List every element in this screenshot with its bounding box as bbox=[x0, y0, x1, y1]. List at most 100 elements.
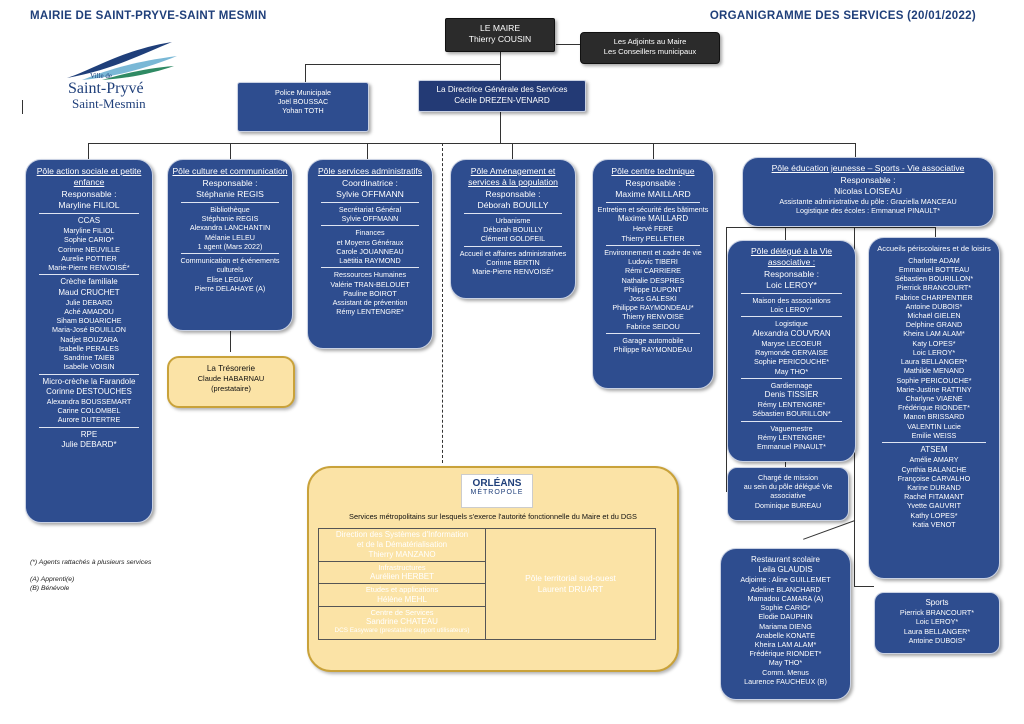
staff: Rémy LENTENGRE* bbox=[757, 400, 826, 410]
list-item: Loic LEROY* bbox=[912, 347, 956, 357]
staff: Valérie TRAN-BELOUET bbox=[330, 279, 410, 289]
list-item: Mathilde MENAND bbox=[903, 366, 965, 376]
gardiennage-section: Gardiennage Denis TISSIER Rémy LENTENGRE… bbox=[731, 378, 852, 419]
pole-technique-box: Pôle centre technique Responsable : Maxi… bbox=[592, 159, 714, 389]
environnement-section: Environnement et cadre de vie Ludovic TI… bbox=[597, 245, 709, 331]
resp-name: Maryline FILIOL bbox=[58, 200, 120, 210]
micro-creche-section: Micro-crèche la Farandole Corinne DESTOU… bbox=[30, 374, 148, 425]
staff: Marie-Pierre RENVOISÉ* bbox=[472, 267, 554, 277]
list-item: Manon BRISSARD bbox=[903, 412, 965, 422]
list-item: Katy LOPES* bbox=[912, 338, 956, 348]
staff: Isabelle VOISIN bbox=[63, 362, 115, 372]
coord-label: Coordinatrice : bbox=[342, 178, 398, 188]
staff: Fabrice SEIDOU bbox=[626, 321, 680, 331]
list-item: Emilie WEISS bbox=[911, 430, 957, 440]
list-item: Sébastien BOURILLON* bbox=[894, 274, 974, 284]
orleans-logo: ORLÉANS MÉTROPOLE bbox=[461, 474, 533, 508]
staff: Julie DEBARD bbox=[65, 297, 113, 307]
micro-title: Micro-crèche la Farandole bbox=[42, 376, 136, 386]
dsi-title: et de la Dématérialisation bbox=[356, 540, 448, 549]
staff: Philippe RAYMONDEAU* bbox=[612, 303, 694, 313]
infra-cell: Infrastructures Aurélien HERBET bbox=[319, 562, 485, 585]
staff: Aché AMADOU bbox=[64, 307, 114, 317]
staff: Stéphanie REGIS bbox=[201, 214, 259, 224]
list-item: Adjointe : Aline GUILLEMET bbox=[740, 575, 831, 585]
staff: Elise LEGUAY bbox=[206, 274, 254, 284]
list-title: Restaurant scolaire bbox=[751, 555, 820, 564]
list-item: Comm. Menus bbox=[762, 667, 809, 677]
list-item: Sophie CARIO* bbox=[760, 603, 811, 613]
pole-sociale-title: Pôle action sociale et petite enfance bbox=[36, 166, 142, 187]
staff: Aurore DUTERTRE bbox=[57, 415, 121, 425]
infra-title: Infrastructures bbox=[378, 563, 426, 572]
centre-title: Centre de Services bbox=[370, 607, 434, 617]
city-logo: Ville de Saint-Pryvé Saint-Mesmin bbox=[62, 40, 182, 112]
mission-title: Chargé de mission bbox=[758, 473, 818, 482]
biblio-title: Bibliothèque bbox=[210, 205, 250, 214]
list-item: Yvette GAUVRIT bbox=[907, 501, 961, 511]
list-item: Françoise CARVALHO bbox=[897, 473, 971, 483]
staff: Carole JOUANNEAU bbox=[336, 246, 404, 256]
dgs-name: Cécile DREZEN-VENARD bbox=[454, 95, 550, 105]
staff: Sophie PERICOUCHE* bbox=[753, 357, 830, 367]
list-item: Fabrice CHARPENTIER bbox=[895, 292, 973, 302]
pole-sociale-box: Pôle action sociale et petite enfance Re… bbox=[25, 159, 153, 523]
accueils-title: Accueils périscolaires et de loisirs bbox=[877, 244, 991, 253]
list-item: Laura BELLANGER* bbox=[903, 626, 971, 636]
list-item: May THO* bbox=[768, 658, 803, 668]
resp-label: Responsable : bbox=[61, 189, 117, 199]
resp-name: Maxime MAILLARD bbox=[615, 189, 691, 199]
resp-name: Déborah BOUILLY bbox=[477, 200, 549, 210]
list-item: Anabelle KONATE bbox=[756, 630, 815, 640]
urba-title: Urbanisme bbox=[495, 216, 531, 225]
adjoints-line: Les Adjoints au Maire bbox=[613, 37, 687, 46]
staff: Alexandra LANCHANTIN bbox=[189, 223, 271, 233]
centre-cell: Centre de Services Sandrine CHATEAU DCS … bbox=[319, 607, 485, 636]
staff: Sophie CARIO* bbox=[64, 235, 114, 245]
urbanisme-section: Urbanisme Déborah BOUILLY Clément GOLDFE… bbox=[455, 213, 571, 244]
maire-title: LE MAIRE bbox=[479, 23, 521, 33]
staff: Sébastien BOURILLON* bbox=[752, 409, 831, 419]
list-item: Laura BELLANGER* bbox=[900, 357, 968, 367]
pole-territorial-title: Pôle territorial sud-ouest bbox=[525, 573, 616, 584]
staff: Sylvie OFFMANN bbox=[341, 214, 399, 224]
pole-education-box: Pôle éducation jeunesse – Sports - Vie a… bbox=[742, 157, 994, 227]
staff: Laëtitia RAYMOND bbox=[339, 256, 401, 266]
staff: Denis TISSIER bbox=[764, 389, 819, 399]
resp-label: Responsable : bbox=[202, 178, 258, 188]
staff: Pierre DELAHAYE (A) bbox=[194, 283, 266, 293]
orleans-intro: Services métropolitains sur lesquels s'e… bbox=[349, 512, 637, 521]
police-title: Police Municipale bbox=[275, 88, 331, 97]
dsi-title: Direction des Systèmes d'Information bbox=[335, 530, 469, 539]
staff: Maria-José BOUILLON bbox=[52, 325, 126, 335]
list-item: Antoine DUBOIS* bbox=[908, 635, 966, 645]
secr-title: Secrétariat Général bbox=[338, 205, 402, 214]
accueil-title: Accueil et affaires administratives bbox=[459, 248, 567, 258]
staff: May THO* bbox=[774, 366, 809, 376]
staff: Thierry RENVOISE bbox=[622, 312, 684, 322]
pole-vie-title: Pôle délégué à la Vie associative : bbox=[750, 246, 833, 267]
accueils-periscolaires-box: Accueils périscolaires et de loisirs Cha… bbox=[868, 237, 1000, 579]
staff: Rémy LENTENGRE* bbox=[757, 432, 826, 442]
staff: Raymonde GERVAISE bbox=[755, 348, 828, 358]
garage-section: Garage automobile Philippe RAYMONDEAU bbox=[597, 333, 709, 354]
list-item: Kathy LOPES* bbox=[910, 510, 958, 520]
staff: Pauline BOIROT bbox=[343, 288, 397, 298]
list-item: Frédérique RIONDET* bbox=[898, 403, 970, 413]
etudes-title: Etudes et applications bbox=[365, 585, 439, 595]
rpe-section: RPE Julie DEBARD* bbox=[30, 427, 148, 450]
staff: Corinne NEUVILLE bbox=[58, 244, 120, 254]
resp-label: Responsable : bbox=[764, 269, 819, 279]
staff: Maud CRUCHET bbox=[58, 287, 120, 297]
dsi-name: Thierry MANZANO bbox=[368, 550, 436, 559]
logo-line3: Saint-Mesmin bbox=[72, 96, 146, 111]
resp-name: Loic LEROY* bbox=[766, 280, 817, 290]
batiments-section: Entretien et sécurité des bâtiments Maxi… bbox=[597, 202, 709, 243]
pole-territorial-name: Laurent DRUART bbox=[537, 584, 604, 594]
secretariat-section: Secrétariat Général Sylvie OFFMANN bbox=[312, 202, 428, 223]
list-item: Kheira LAM ALAM* bbox=[754, 640, 817, 649]
